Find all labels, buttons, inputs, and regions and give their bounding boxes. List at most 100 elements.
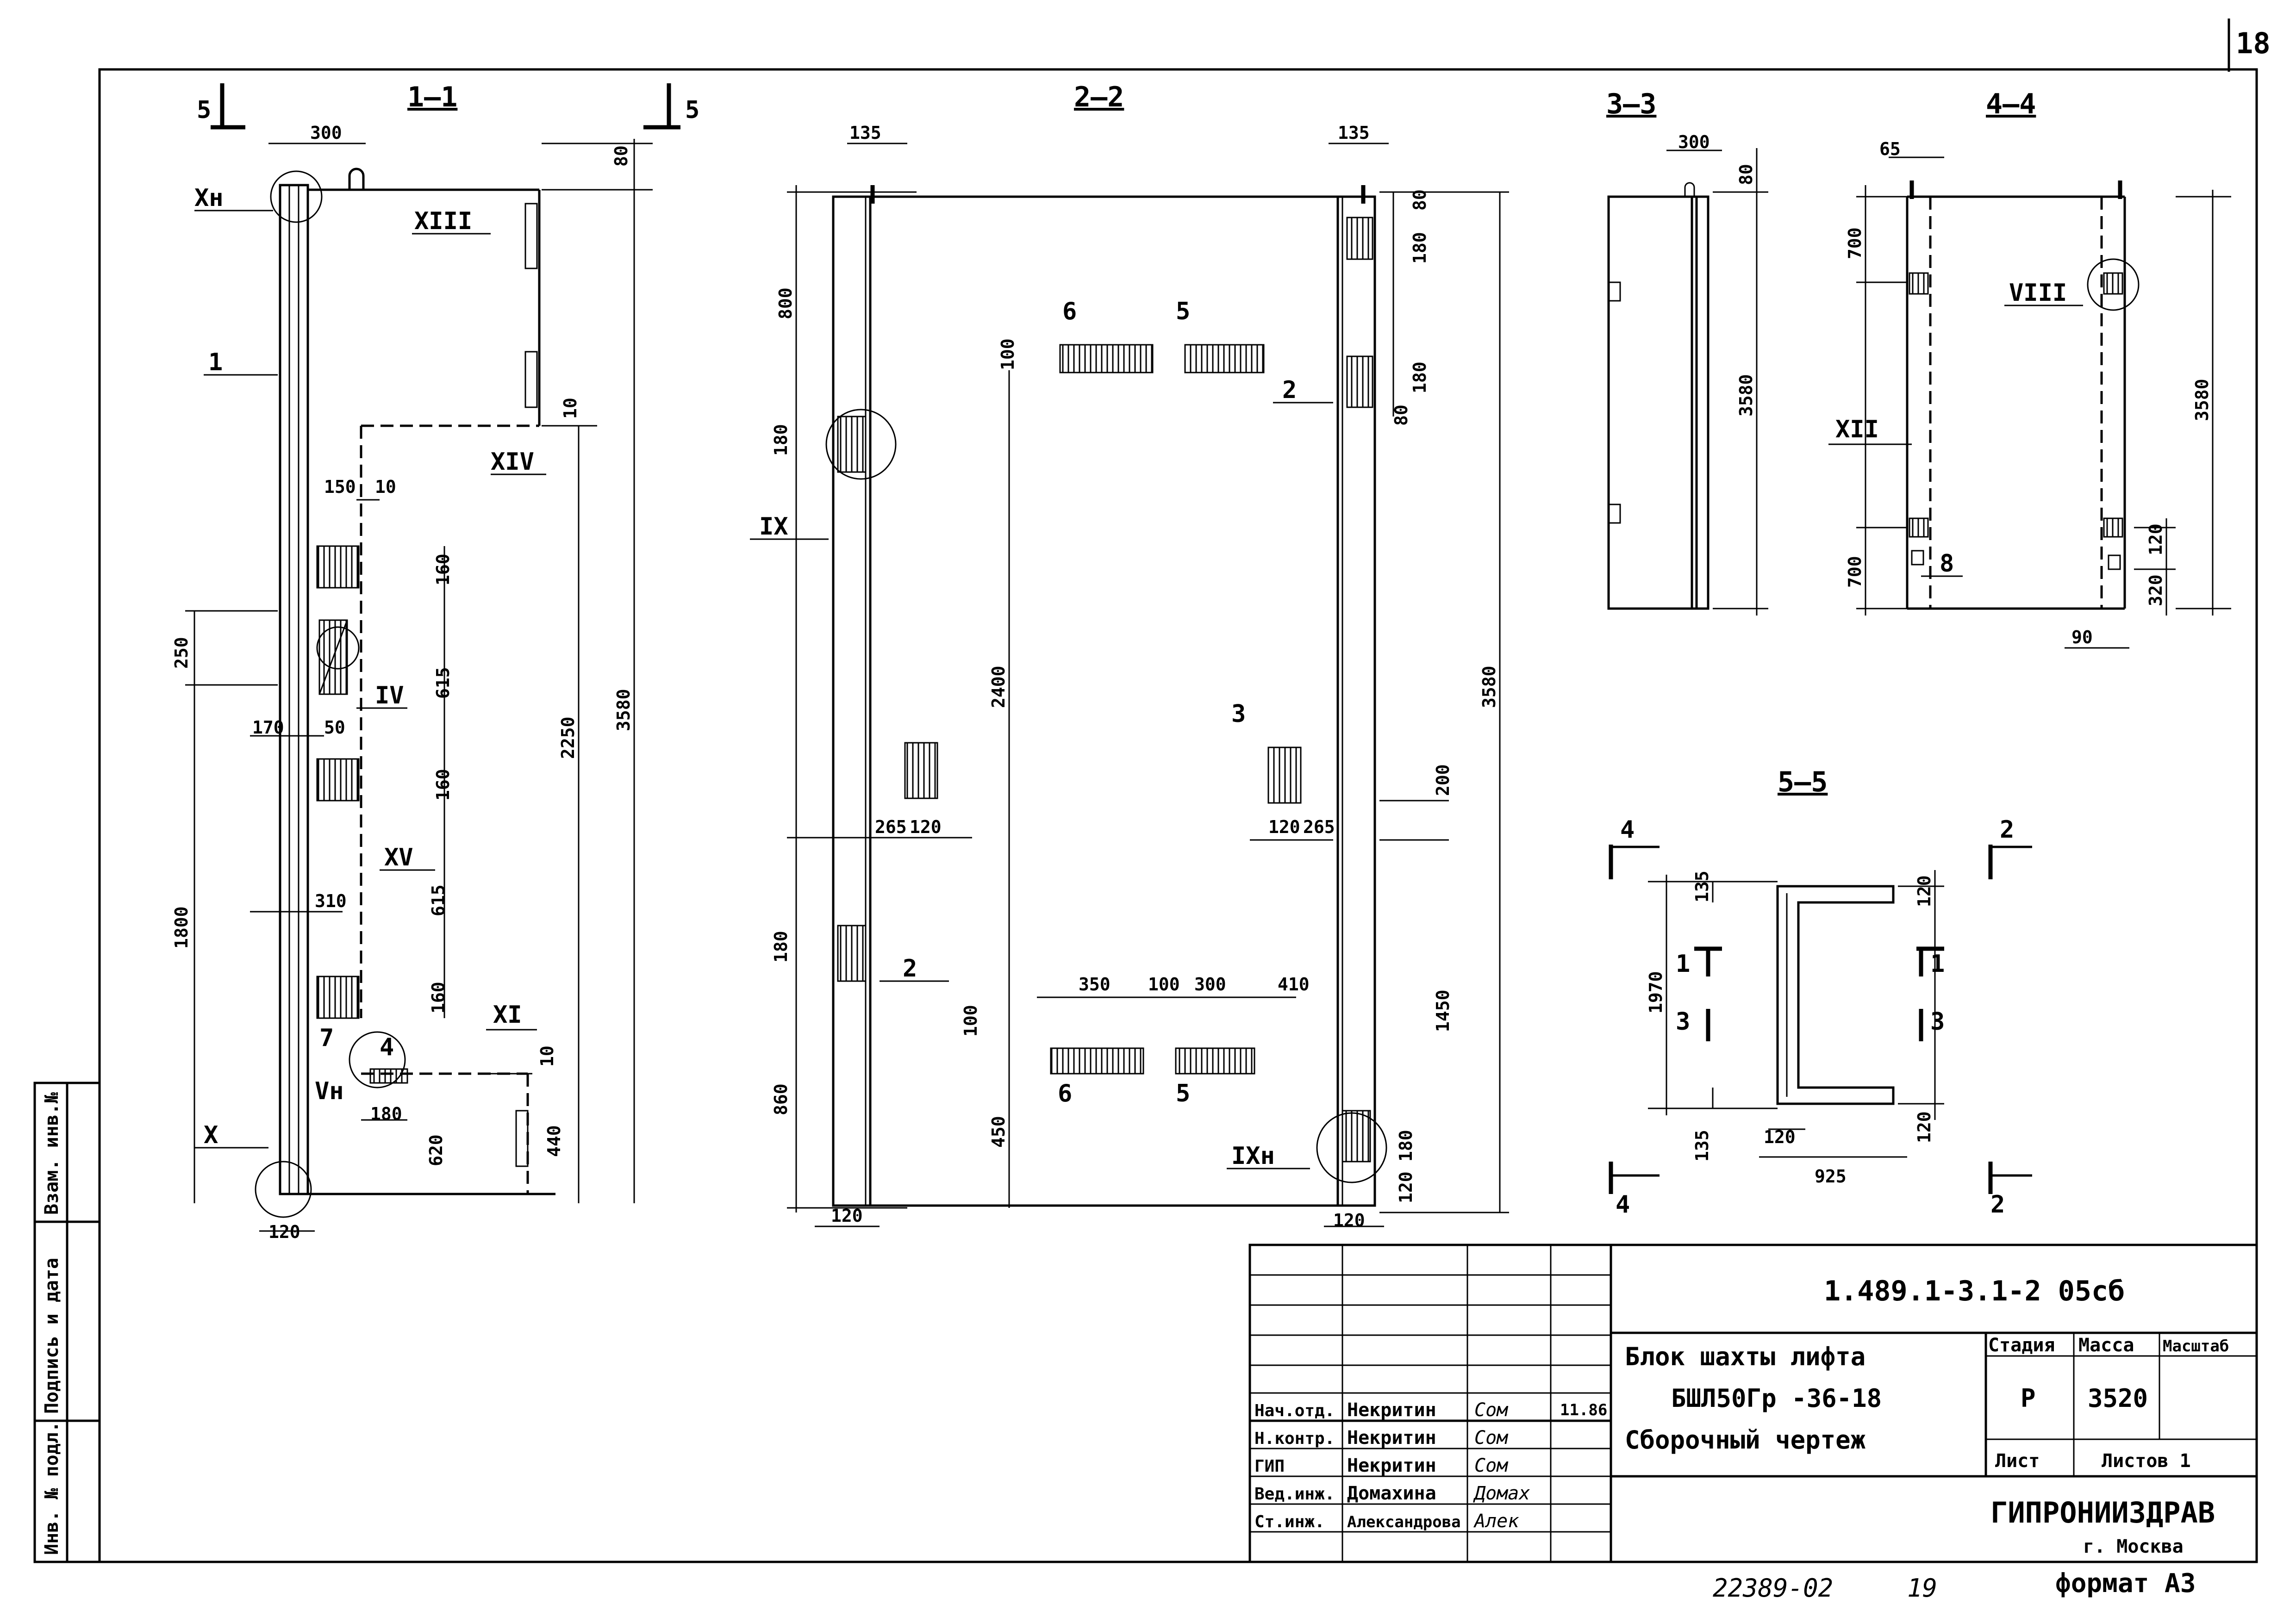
item-5-bottom: 5 [1176, 1080, 1190, 1107]
cut-1-left: 1 [1676, 950, 1690, 978]
title-block: 1.489.1-3.1-2 05сб Блок шахты лифта БШЛ5… [1248, 1244, 2258, 1563]
dim-2-2-120e: 120 [1333, 1210, 1365, 1231]
dim-5-5-925: 925 [1815, 1166, 1847, 1187]
dim-2-2-265b: 265 [1303, 817, 1335, 837]
org-city: г. Москва [2083, 1536, 2184, 1557]
dim-1-1-620: 620 [426, 1134, 446, 1166]
callout-xiii: XIII [414, 207, 472, 235]
dim-1-1-10a: 10 [560, 398, 580, 419]
sheet-frame: 18 [98, 19, 2271, 1563]
dim-2-2-100b: 100 [1148, 974, 1180, 995]
role-4: Ст.инж. [1254, 1512, 1325, 1531]
item-7: 7 [319, 1024, 334, 1052]
callout-xiv: XIV [491, 448, 534, 476]
dim-5-5-120a: 120 [1914, 875, 1934, 907]
item-4: 4 [380, 1033, 394, 1061]
dim-2-2-200: 200 [1433, 764, 1453, 796]
dim-1-1-440: 440 [544, 1125, 564, 1157]
dim-2-2-180a: 180 [1410, 232, 1430, 264]
doc-code: 1.489.1-3.1-2 05сб [1824, 1275, 2125, 1307]
dim-4-4-120: 120 [2146, 523, 2166, 555]
dim-1-1-150: 150 [324, 477, 356, 497]
dim-2-2-180e: 180 [1396, 1130, 1416, 1162]
dim-2-2-120b: 120 [1268, 817, 1300, 837]
person-0: Некритин [1347, 1399, 1436, 1421]
dim-2-2-180c: 180 [771, 424, 791, 456]
dim-1-1-80: 80 [611, 145, 631, 167]
role-0: Нач.отд. [1254, 1401, 1335, 1420]
dim-2-2-450: 450 [988, 1116, 1009, 1148]
dim-2-2-3580: 3580 [1479, 665, 1499, 708]
name-line-1: Блок шахты лифта [1625, 1342, 1866, 1371]
dim-1-1-300: 300 [310, 123, 342, 143]
dim-4-4-65: 65 [1879, 139, 1901, 159]
dim-1-1-2250: 2250 [558, 716, 578, 759]
callout-v-n: Vн [315, 1077, 344, 1105]
dim-5-5-135b: 135 [1692, 1130, 1712, 1162]
section-1-1-title: 1–1 [407, 81, 457, 113]
cut-1-right: 1 [1930, 950, 1945, 978]
stamp-inv-podl: Инв. № подл. [41, 1421, 62, 1555]
dim-1-1-1800: 1800 [171, 906, 192, 949]
sheet-number: 18 [2236, 26, 2271, 60]
item-2-bottom: 2 [903, 955, 917, 983]
sheet-label: Лист [1995, 1450, 2040, 1472]
section-3-3-title: 3–3 [1606, 88, 1656, 120]
stamp-vzam-inv: Взам. инв.№ [41, 1092, 62, 1215]
dim-4-4-700a: 700 [1845, 227, 1865, 259]
person-3: Домахина [1347, 1483, 1436, 1504]
dim-1-1-160b: 160 [433, 769, 453, 801]
side-stamp: Инв. № подл. Подпись и дата Взам. инв.№ [33, 1082, 101, 1563]
stage-value: Р [2021, 1384, 2036, 1413]
dim-2-2-2400: 2400 [988, 665, 1009, 708]
section-2-2: 2–2 [750, 81, 1509, 1231]
callout-ix-n: IXн [1231, 1142, 1275, 1170]
section-5-5: 5–5 4 2 1 3 1 3 4 2 135 [1609, 766, 2032, 1219]
callout-xv: XV [384, 844, 413, 871]
sheets-label: Листов 1 [2102, 1450, 2191, 1472]
dim-5-5-135a: 135 [1692, 871, 1712, 902]
dim-2-2-800: 800 [775, 287, 796, 319]
role-2: ГИП [1254, 1457, 1285, 1476]
dim-2-2-135a: 135 [849, 123, 881, 143]
dim-2-2-410: 410 [1278, 974, 1310, 995]
dim-2-2-180d: 180 [771, 931, 791, 963]
role-3: Вед.инж. [1254, 1485, 1335, 1504]
dim-1-1-3580: 3580 [613, 689, 634, 731]
scale-label: Масштаб [2163, 1337, 2229, 1356]
item-8: 8 [1940, 550, 1954, 578]
callout-xii: XII [1835, 416, 1879, 443]
sign-0: Сом [1474, 1399, 1509, 1421]
person-1: Некритин [1347, 1427, 1436, 1449]
cut-4-bottom: 4 [1616, 1191, 1630, 1219]
dim-1-1-615b: 615 [428, 884, 449, 916]
item-5-top: 5 [1176, 298, 1190, 325]
dim-2-2-100a: 100 [998, 338, 1018, 370]
dim-3-3-300: 300 [1678, 132, 1710, 152]
cut-2-bottom: 2 [1990, 1191, 2005, 1219]
item-6-bottom: 6 [1058, 1080, 1072, 1107]
dim-1-1-10c: 10 [537, 1045, 557, 1067]
callout-viii: VIII [2009, 279, 2067, 307]
dim-5-5-120b: 120 [1764, 1127, 1796, 1147]
dim-2-2-860: 860 [771, 1083, 791, 1115]
name-line-2: БШЛ50Гр -36-18 [1671, 1384, 1882, 1413]
sign-1: Сом [1474, 1427, 1509, 1449]
name-line-3: Сборочный чертеж [1625, 1425, 1866, 1455]
dim-1-1-170: 170 [252, 717, 284, 738]
cut-2-top: 2 [2000, 816, 2014, 844]
item-1: 1 [208, 348, 223, 376]
dim-2-2-350: 350 [1079, 974, 1111, 995]
dim-2-2-120a: 120 [910, 817, 942, 837]
footer: 22389-02 19 формат А3 [1713, 1568, 2196, 1603]
cut-mark-5-right: 5 [685, 96, 699, 124]
dim-2-2-265a: 265 [875, 817, 907, 837]
callout-x-n: Xн [194, 184, 224, 212]
dim-5-5-120c: 120 [1914, 1111, 1934, 1143]
dim-2-2-180b: 180 [1410, 361, 1430, 393]
dim-1-1-180: 180 [370, 1104, 402, 1124]
dim-1-1-310: 310 [315, 891, 347, 911]
dim-4-4-320: 320 [2146, 574, 2166, 606]
mass-value: 3520 [2088, 1384, 2148, 1413]
